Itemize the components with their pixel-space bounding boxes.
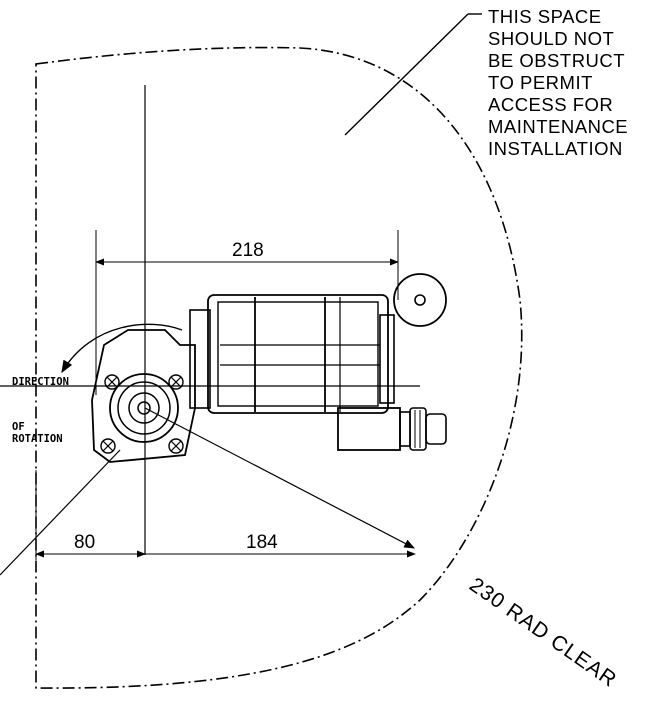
- note-line: TO PERMIT: [488, 72, 593, 93]
- note-line: ACCESS FOR: [488, 94, 613, 115]
- note-line: INSTALLATION: [488, 138, 623, 159]
- dimension-label-184: 184: [246, 532, 278, 553]
- dimension-80-184: 80 184: [35, 470, 416, 560]
- motor-body: [189, 294, 395, 414]
- terminal-box: [337, 407, 401, 451]
- rotation-line: ROTATION: [12, 433, 63, 445]
- note-line: SHOULD NOT: [488, 28, 614, 49]
- maintenance-note: THIS SPACE SHOULD NOT BE OBSTRUCT TO PER…: [488, 6, 628, 159]
- rotation-line: DIRECTION: [12, 376, 69, 388]
- mounting-bolts: [100, 374, 184, 454]
- rotation-line: OF: [12, 421, 25, 433]
- rotation-label: DIRECTION OF ROTATION: [12, 376, 69, 445]
- rotation-arrow: [61, 323, 183, 374]
- diagonal-leader: [0, 449, 121, 576]
- dimension-218: 218: [95, 230, 399, 395]
- note-line: MAINTENANCE: [488, 116, 628, 137]
- clearance-radius-line: [144, 407, 415, 549]
- note-leader: [344, 13, 482, 136]
- clearance-boundary: [35, 46, 523, 689]
- note-line: THIS SPACE: [488, 6, 602, 27]
- cable-gland: [399, 407, 447, 451]
- clearance-label: 230 RAD CLEAR: [465, 573, 621, 692]
- dimension-label-80: 80: [74, 532, 95, 553]
- gearbox-housing: [91, 329, 196, 463]
- lifting-eye: [393, 273, 447, 327]
- note-line: BE OBSTRUCT: [488, 50, 625, 71]
- dimension-label-218: 218: [232, 240, 264, 261]
